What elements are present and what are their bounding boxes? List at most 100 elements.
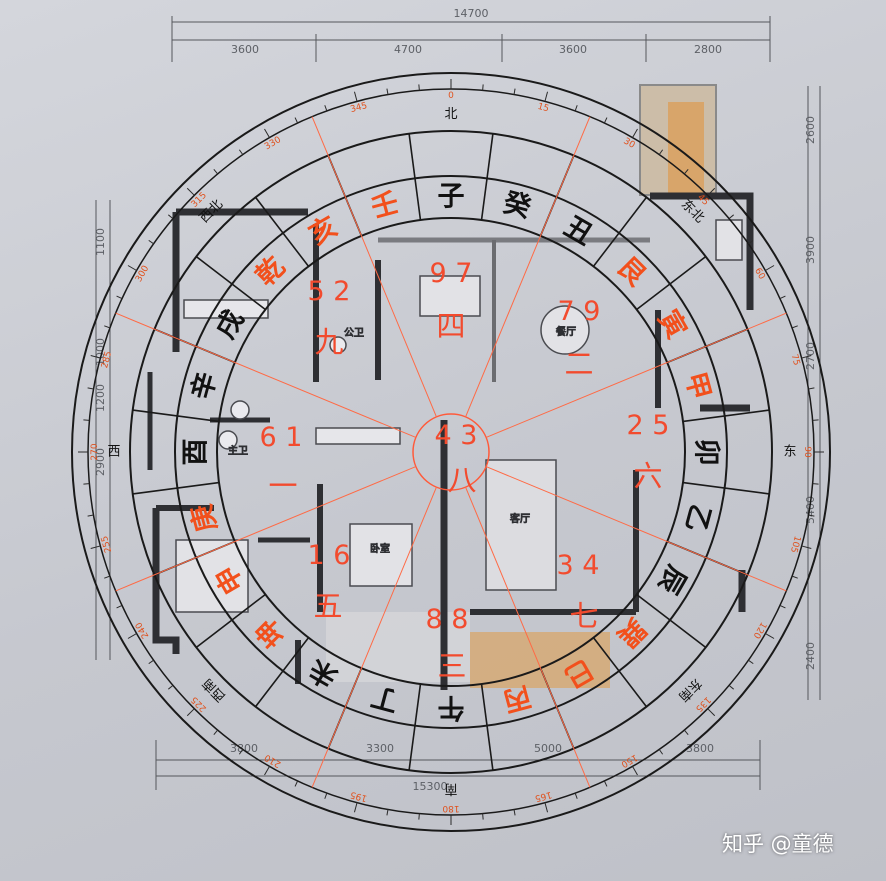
wardrobe (315, 427, 401, 445)
degree-tick (779, 604, 786, 609)
room-label-public-bath: 公卫 (344, 328, 364, 339)
degree-tick (186, 187, 195, 196)
degree-tick (574, 105, 578, 112)
degree-tick (632, 128, 638, 138)
degree-tick (353, 91, 358, 102)
mountain-13: 午 (438, 692, 465, 724)
palace-boundary-ray (485, 466, 787, 592)
degree-label: 255 (100, 535, 114, 554)
sector-divider (636, 255, 707, 311)
mountain-2: 癸 (499, 186, 535, 224)
degree-tick (812, 419, 819, 421)
room-label-master-bath: 主卫 (228, 445, 248, 457)
degree-tick (104, 575, 111, 579)
palace-numeral-northwest: 九 (314, 325, 343, 359)
degree-tick (808, 514, 815, 517)
palace-numeral-east: 六 (633, 459, 662, 493)
degree-tick (238, 749, 244, 755)
star-pair-south: 8 8 (426, 604, 469, 635)
degree-tick (116, 295, 123, 300)
degree-tick (765, 265, 775, 271)
mountain-14: 丁 (368, 680, 402, 717)
degree-tick (90, 354, 101, 359)
compass-mountain-ring-outer (174, 175, 728, 729)
palace-lines (115, 116, 787, 788)
degree-tick (386, 809, 389, 816)
palace-boundary-ray (485, 312, 787, 438)
degree-label: 165 (534, 789, 553, 803)
dim-right: 3900 (804, 236, 817, 264)
degree-tick (324, 792, 328, 799)
balcony-floor (668, 102, 704, 194)
degree-tick (213, 169, 219, 175)
direction-south: 南 (444, 781, 457, 797)
degree-tick (418, 84, 420, 91)
direction-north: 北 (444, 107, 457, 122)
palace-boundary-ray (115, 466, 417, 592)
degree-tick (104, 325, 111, 329)
star-pair-west: 6 1 (260, 422, 303, 453)
degree-tick (603, 780, 608, 787)
degree-tick (127, 265, 137, 271)
degree-tick (386, 88, 389, 95)
degree-tick (90, 545, 101, 550)
compass-outer-ring (71, 72, 831, 832)
degree-tick (87, 514, 94, 517)
dining-table (540, 305, 590, 355)
sector-divider (480, 683, 494, 771)
sector-divider (254, 196, 310, 267)
degree-tick (83, 483, 90, 485)
palace-numeral-southeast: 七 (569, 599, 598, 633)
palace-numeral-northeast: 二 (564, 347, 593, 381)
room-label-bedroom: 卧室 (370, 542, 390, 555)
degree-tick (658, 149, 664, 155)
sector-divider (682, 481, 770, 495)
degree-tick (482, 84, 484, 91)
degree-label: 0 (448, 91, 454, 101)
room-label-dining: 餐厅 (556, 325, 576, 338)
compass-direction-ring (129, 130, 773, 774)
dim-left: 1200 (94, 384, 107, 412)
star-pair-east: 2 5 (627, 410, 670, 441)
degree-tick (683, 729, 689, 735)
degree-tick (213, 729, 219, 735)
mountain-24: 壬 (368, 187, 402, 224)
dim-right: 2400 (804, 642, 817, 670)
degree-tick (748, 239, 754, 245)
sink (230, 400, 250, 420)
toilet (329, 336, 347, 354)
palace-boundary-ray (465, 486, 591, 788)
star-pair-northwest: 5 2 (308, 276, 351, 307)
palace-numeral-south: 三 (437, 649, 466, 683)
mountain-6: 甲 (679, 369, 716, 403)
degree-label: 195 (349, 789, 368, 803)
palace-boundary-ray (311, 486, 437, 788)
degree-tick (801, 545, 812, 550)
degree-tick (127, 633, 137, 639)
sector-divider (480, 133, 494, 221)
degree-tick (779, 295, 786, 300)
star-pair-center: 4 3 (435, 420, 478, 451)
palace-boundary-ray (465, 116, 591, 418)
sector-divider (195, 593, 266, 649)
dim-top-segment: 4700 (394, 43, 422, 56)
sector-divider (682, 409, 770, 423)
degree-label: 240 (134, 620, 151, 640)
degree-tick (574, 792, 578, 799)
mountain-19: 酉 (181, 439, 212, 466)
toilet (218, 430, 238, 450)
degree-tick (294, 117, 299, 124)
degree-ticks (78, 79, 824, 825)
degree-tick (707, 708, 716, 717)
degree-tick (603, 117, 608, 124)
bed (349, 523, 413, 587)
degree-label: 270 (90, 443, 100, 460)
degree-tick (513, 88, 516, 95)
degree-tick (728, 214, 734, 220)
degree-tick (544, 802, 549, 813)
degree-tick (513, 809, 516, 816)
palace-boundary-ray (311, 116, 437, 418)
compass-mountain-ring-inner (216, 217, 686, 687)
